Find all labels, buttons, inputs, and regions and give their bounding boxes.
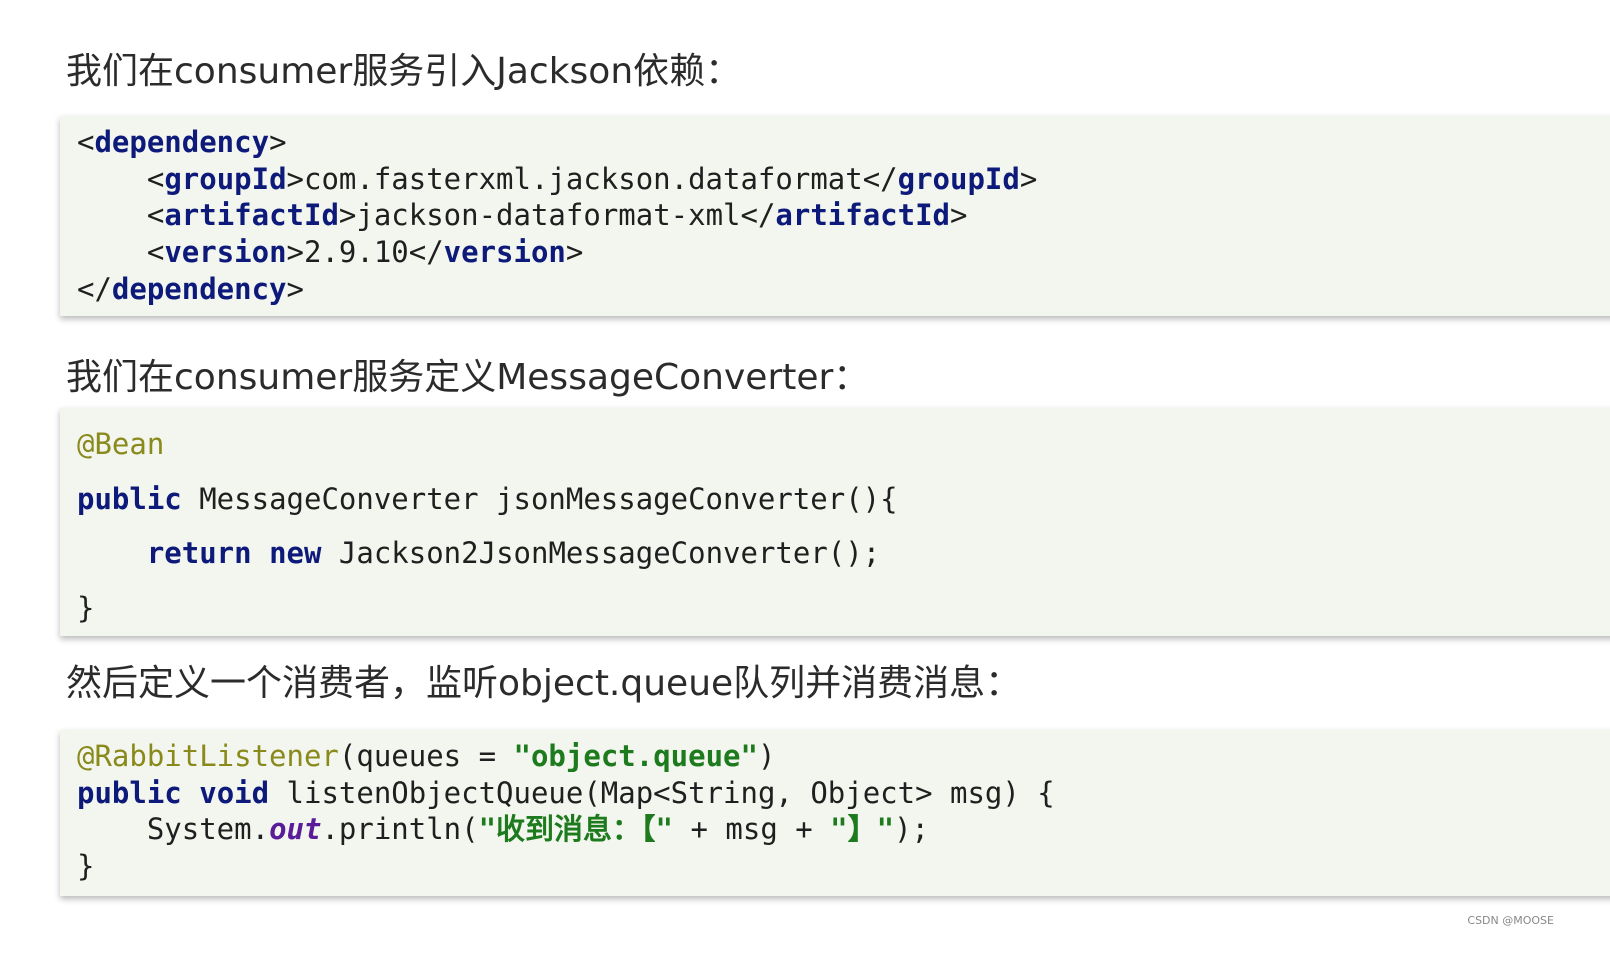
code-block-dependency: <dependency> <groupId>com.fasterxml.jack… [60,116,1610,316]
section-heading-listener: 然后定义一个消费者，监听object.queue队列并消费消息： [66,663,1022,704]
code-line-2: public void listenObjectQueue(Map<String… [77,776,1055,810]
watermark: CSDN @MOOSE [1467,914,1554,927]
section-heading-dependency: 我们在consumer服务引入Jackson依赖： [66,51,742,92]
code-line-4: } [77,591,95,625]
code-block-listener: @RabbitListener(queues = "object.queue")… [60,730,1610,896]
code-block-converter: @Bean public MessageConverter jsonMessag… [60,408,1610,636]
code-line-1: <dependency> [77,125,287,159]
code-line-1: @Bean [77,427,165,461]
code-line-4: } [77,849,95,883]
code-line-1: @RabbitListener(queues = "object.queue") [77,739,776,773]
code-line-3: <artifactId>jackson-dataformat-xml</arti… [146,198,968,232]
code-line-2: <groupId>com.fasterxml.jackson.dataforma… [146,162,1038,196]
code-line-3: System.out.println("收到消息：【" + msg + "】")… [146,812,929,846]
code-line-3: return new Jackson2JsonMessageConverter(… [146,536,881,570]
section-heading-converter: 我们在consumer服务定义MessageConverter： [66,357,870,398]
code-line-2: public MessageConverter jsonMessageConve… [77,482,898,516]
code-line-4: <version>2.9.10</version> [146,235,584,269]
code-line-5: </dependency> [77,272,304,306]
